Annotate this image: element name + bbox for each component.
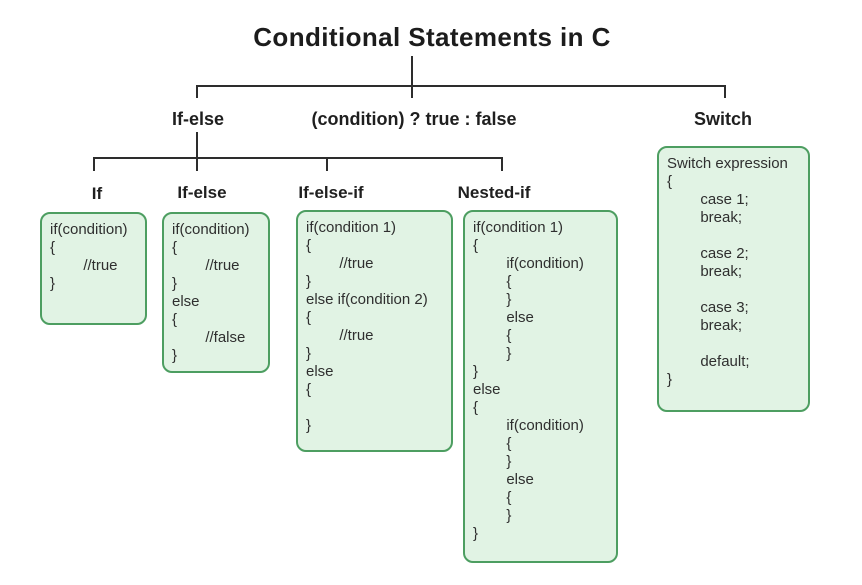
nested-if-code-box: if(condition 1) { if(condition) { } else… (463, 210, 618, 563)
branch-label-switch: Switch (693, 109, 753, 129)
connector-tick-if-else2 (196, 157, 198, 171)
sub-branch-label-if: If (91, 184, 103, 203)
connector-tick-if (93, 157, 95, 171)
connector-tick-nested-if (501, 157, 503, 171)
sub-branch-label-nested-if: Nested-if (457, 183, 531, 202)
connector-tick-if-else-if (326, 157, 328, 171)
switch-code: Switch expression { case 1; break; case … (667, 155, 788, 388)
if-else-code: if(condition) { //true } else { //false … (172, 221, 250, 364)
branch-label-if-else: If-else (171, 109, 225, 129)
if-code-box: if(condition) { //true } (40, 212, 147, 325)
connector-tick-switch (724, 85, 726, 98)
connector-tick-if-else (196, 85, 198, 98)
diagram-title: Conditional Statements in C (253, 22, 611, 52)
connector-level1-horizontal (196, 85, 726, 87)
nested-if-code: if(condition 1) { if(condition) { } else… (473, 219, 584, 542)
connector-level2-horizontal (93, 157, 503, 159)
branch-label-ternary: (condition) ? true : false (311, 109, 517, 129)
sub-branch-label-if-else-if: If-else-if (298, 183, 364, 202)
if-else-code-box: if(condition) { //true } else { //false … (162, 212, 270, 373)
if-code: if(condition) { //true } (50, 221, 128, 292)
if-else-if-code-box: if(condition 1) { //true } else if(condi… (296, 210, 453, 452)
sub-branch-label-if-else: If-else (177, 183, 227, 202)
connector-tick-ternary (411, 85, 413, 98)
if-else-if-code: if(condition 1) { //true } else if(condi… (306, 219, 428, 434)
connector-ifelse-vertical (196, 132, 198, 159)
switch-code-box: Switch expression { case 1; break; case … (657, 146, 810, 412)
connector-title-vertical (411, 56, 413, 86)
